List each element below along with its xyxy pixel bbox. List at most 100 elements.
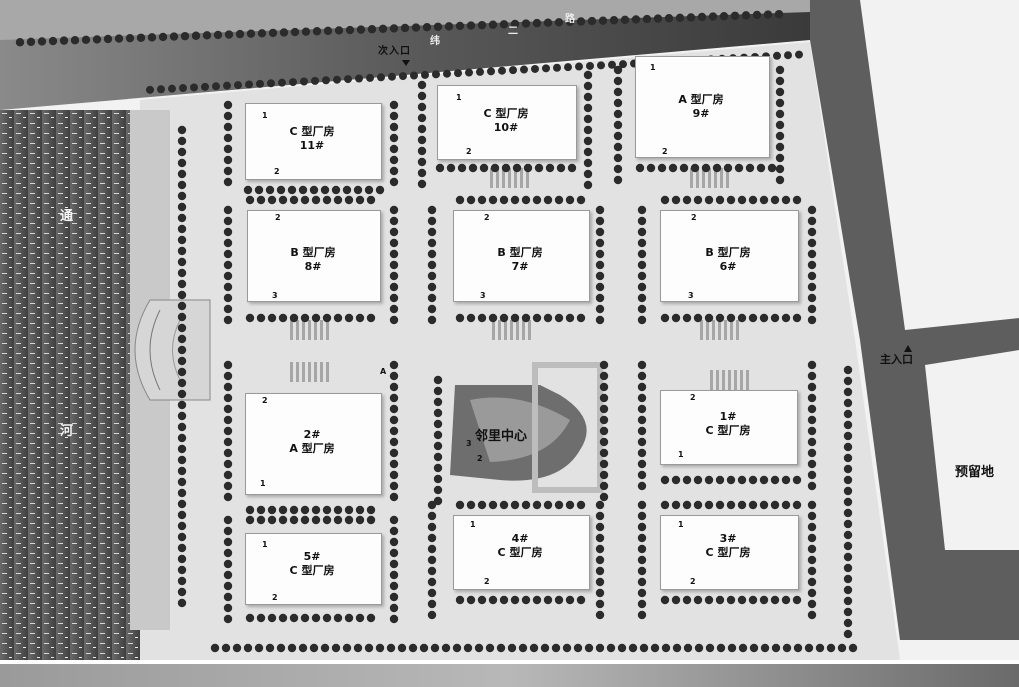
tree: [637, 271, 647, 281]
tree: [389, 614, 399, 624]
parking-stripe: [490, 168, 493, 188]
tree: [177, 422, 187, 432]
b2-corner-a: 2: [262, 396, 268, 405]
tree: [637, 205, 647, 215]
tree: [177, 565, 187, 575]
tree: [223, 437, 233, 447]
tree: [737, 195, 747, 205]
tree: [344, 613, 354, 623]
tree: [693, 195, 703, 205]
tree: [333, 515, 343, 525]
tree: [613, 87, 623, 97]
tree: [639, 643, 649, 653]
tree: [843, 497, 853, 507]
parking-stripe: [314, 362, 317, 382]
tree: [399, 72, 407, 81]
east-road: [810, 0, 1019, 640]
tree: [355, 505, 365, 515]
tree: [660, 313, 670, 323]
tree: [223, 448, 233, 458]
tree: [775, 87, 785, 97]
tree: [781, 500, 791, 510]
tree: [752, 10, 762, 20]
tree: [564, 63, 572, 72]
tree: [245, 313, 255, 323]
b1-corner-a: 2: [690, 393, 696, 402]
tree: [366, 613, 376, 623]
tree: [543, 595, 553, 605]
tree: [191, 31, 201, 40]
tree: [355, 515, 365, 525]
tree: [584, 643, 594, 653]
tree: [507, 643, 517, 653]
tree: [289, 613, 299, 623]
tree: [433, 375, 443, 385]
tree: [427, 522, 437, 532]
tree: [389, 592, 399, 602]
tree: [759, 595, 769, 605]
tree: [223, 526, 233, 536]
tree: [245, 80, 253, 89]
tree: [595, 643, 605, 653]
tree: [599, 492, 609, 502]
tree: [599, 360, 609, 370]
tree: [551, 643, 561, 653]
tree: [309, 643, 319, 653]
tree: [554, 195, 564, 205]
tree: [719, 11, 729, 21]
tree: [223, 426, 233, 436]
tree: [775, 120, 785, 130]
tree: [843, 453, 853, 463]
tree: [540, 643, 550, 653]
tree: [807, 404, 817, 414]
tree: [477, 20, 487, 30]
tree: [583, 125, 593, 135]
tree: [637, 511, 647, 521]
tree: [759, 500, 769, 510]
tree: [389, 404, 399, 414]
tree: [807, 599, 817, 609]
tree: [289, 78, 297, 87]
tree: [775, 65, 785, 75]
tree: [213, 30, 223, 40]
tree: [595, 249, 605, 259]
tree: [320, 185, 330, 195]
tree: [637, 500, 647, 510]
tree: [567, 163, 577, 173]
tree: [417, 124, 427, 134]
parking-stripes: [290, 168, 749, 390]
tree: [311, 613, 321, 623]
b11-corner-b: 2: [274, 167, 280, 176]
tree: [637, 459, 647, 469]
tree: [177, 477, 187, 487]
tree: [177, 125, 187, 135]
tree: [177, 455, 187, 465]
tree: [759, 195, 769, 205]
tree: [637, 360, 647, 370]
tree: [479, 163, 489, 173]
tree: [512, 163, 522, 173]
parking-stripe: [296, 320, 299, 340]
tree: [637, 404, 647, 414]
tree: [364, 643, 374, 653]
tree: [298, 643, 308, 653]
tree: [267, 505, 277, 515]
tree: [366, 505, 376, 515]
tree: [583, 180, 593, 190]
tree: [843, 475, 853, 485]
tree: [223, 205, 233, 215]
tree: [773, 51, 781, 60]
tree: [477, 313, 487, 323]
tree: [430, 643, 440, 653]
tree: [715, 500, 725, 510]
tree: [177, 532, 187, 542]
tree: [712, 163, 722, 173]
tree: [521, 500, 531, 510]
tree: [177, 158, 187, 168]
secondary-entrance-arrow: [402, 60, 410, 66]
tree: [223, 100, 233, 110]
tree: [704, 475, 714, 485]
parking-stripe: [740, 370, 743, 390]
